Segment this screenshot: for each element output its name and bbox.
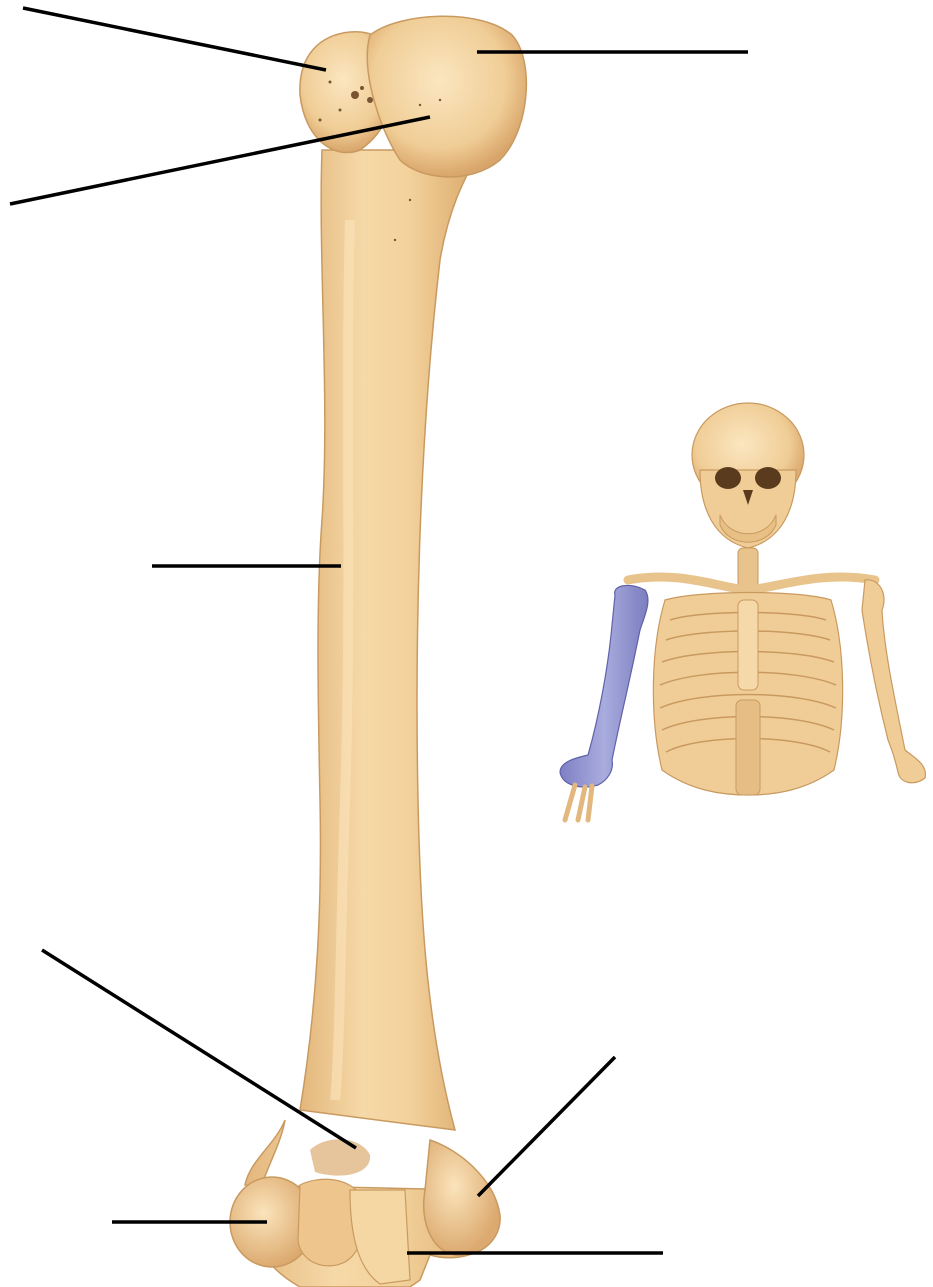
medial-epicondyle — [424, 1140, 500, 1255]
left-arm-inset — [862, 580, 925, 783]
sternum — [738, 600, 758, 690]
line-top-left — [23, 8, 326, 70]
line-lower-right-diagonal — [478, 1057, 615, 1196]
forearm-left-inset — [565, 785, 592, 820]
eye-socket-left — [715, 467, 741, 489]
highlighted-humerus-inset — [560, 585, 648, 786]
thoracic-spine — [736, 700, 760, 795]
eye-socket-right — [755, 467, 781, 489]
cervical-spine — [738, 548, 758, 588]
coronoid-fossa — [310, 1139, 370, 1175]
humerus-shaft — [300, 150, 480, 1130]
skeleton-inset — [560, 403, 925, 820]
